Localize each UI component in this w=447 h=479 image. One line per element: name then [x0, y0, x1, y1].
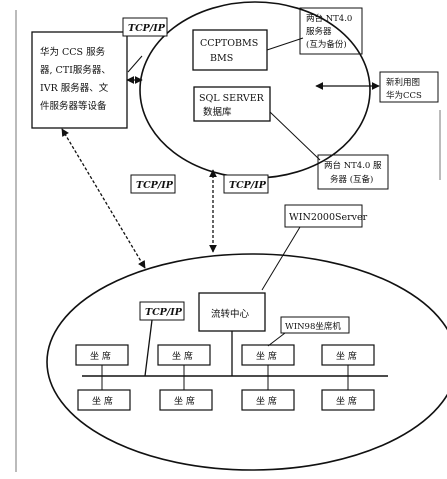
tcp-ip-label-left: TCP/IP: [136, 180, 174, 191]
tcp-ip-tag-top: [122, 17, 168, 37]
huawei-ccs-line-1: 华为 CCS 服务: [40, 46, 106, 58]
tcp-ip-drop: [144, 319, 153, 377]
nt40-top-line-3: (互为备份): [306, 39, 347, 50]
seat-label: 坐 席: [336, 350, 357, 362]
win2000-pointer: [261, 226, 301, 291]
tcp-ip-label-top: TCP/IP: [128, 23, 166, 34]
link-ccs-to-lan: [61, 128, 146, 269]
tcp-ip-label-lan: TCP/IP: [145, 307, 183, 318]
ccpt-bms-line-1: CCPTOBMS: [200, 38, 258, 49]
seat-label: 坐 席: [336, 395, 357, 407]
link-ccs-to-server-2: [127, 55, 143, 73]
win2000-server-label: WIN2000Server: [289, 212, 368, 223]
nt40-bottom-pointer: [269, 111, 321, 161]
seat-box: [321, 389, 375, 411]
nt40-bottom-line-2: 务器 (互备): [330, 174, 373, 185]
win98-seats-box: [280, 316, 350, 334]
nt40-top-line-1: 两台 NT4.0: [306, 13, 352, 24]
seats-top-row: 坐 席 坐 席 坐 席 坐 席: [75, 344, 375, 376]
new-huawei-ccs-box: [379, 71, 439, 103]
transfer-center-label: 流转中心: [211, 308, 250, 320]
ccpt-bms-box: [192, 29, 268, 71]
seat-box: [159, 389, 213, 411]
new-huawei-ccs-line-2: 华为CCS: [386, 90, 422, 101]
seat-box: [241, 389, 295, 411]
seat-label: 坐 席: [174, 395, 195, 407]
nt40-top-line-2: 服务器: [306, 26, 332, 37]
seats-bottom-row: 坐 席 坐 席 坐 席 坐 席: [77, 376, 375, 411]
nt40-top-box: [299, 7, 363, 55]
tcp-ip-tag-center: [223, 174, 269, 194]
huawei-ccs-line-2: 器, CTI服务器、: [40, 64, 111, 76]
sql-server-line-1: SQL SERVER: [199, 93, 265, 104]
sql-server-box: [193, 86, 271, 122]
nt40-bottom-box: [317, 154, 389, 190]
tcp-ip-label-center: TCP/IP: [229, 180, 267, 191]
seat-label: 坐 席: [90, 350, 111, 362]
seat-label: 坐 席: [172, 350, 193, 362]
new-huawei-ccs-line-1: 新利用图: [386, 77, 420, 88]
sql-server-line-2: 数据库: [203, 106, 232, 118]
nt40-bottom-line-1: 两台 NT4.0 服: [324, 160, 382, 171]
win98-pointer: [267, 332, 286, 347]
seat-label: 坐 席: [256, 350, 277, 362]
seat-label: 坐 席: [256, 395, 277, 407]
seat-label: 坐 席: [92, 395, 113, 407]
lan-ellipse: [46, 253, 447, 471]
nt40-top-pointer: [266, 37, 304, 51]
huawei-ccs-line-3: IVR 服务器、文: [40, 82, 109, 94]
seat-box: [77, 389, 131, 411]
huawei-ccs-line-4: 件服务器等设备: [40, 100, 107, 112]
ccpt-bms-line-2: BMS: [210, 53, 233, 64]
win2000-server-box: [284, 204, 363, 228]
tcp-ip-tag-left: [130, 174, 176, 194]
tcp-ip-tag-lan: [139, 301, 185, 321]
server-cluster-ellipse: [139, 1, 371, 179]
win98-seats-label: WIN98坐席机: [285, 321, 341, 332]
